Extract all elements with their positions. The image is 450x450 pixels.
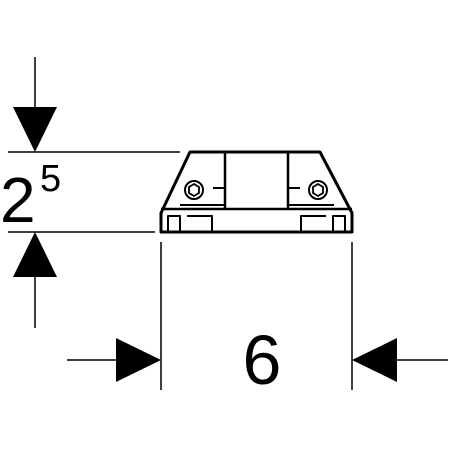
height-dimension-superscript: 5 [40,158,61,200]
left-screw-icon [184,180,204,200]
width-dimension-value: 6 [243,321,282,399]
height-dimension-value: 2 [0,164,36,236]
bracket-center-channel [223,152,290,209]
height-dimension: 2 5 [0,57,180,328]
bracket-outline [159,150,354,234]
width-arrow-right-head [352,338,397,382]
height-arrow-bottom-head [13,232,57,277]
bracket-right-slot [300,215,346,232]
height-arrow-top-head [13,107,57,152]
bracket-part [159,150,354,234]
right-screw-icon [308,180,328,200]
bracket-right-step [288,187,334,206]
bracket-left-step [180,187,225,206]
width-dimension: 6 [67,242,448,399]
width-arrow-left-head [116,338,161,382]
bracket-left-slot [167,215,213,232]
